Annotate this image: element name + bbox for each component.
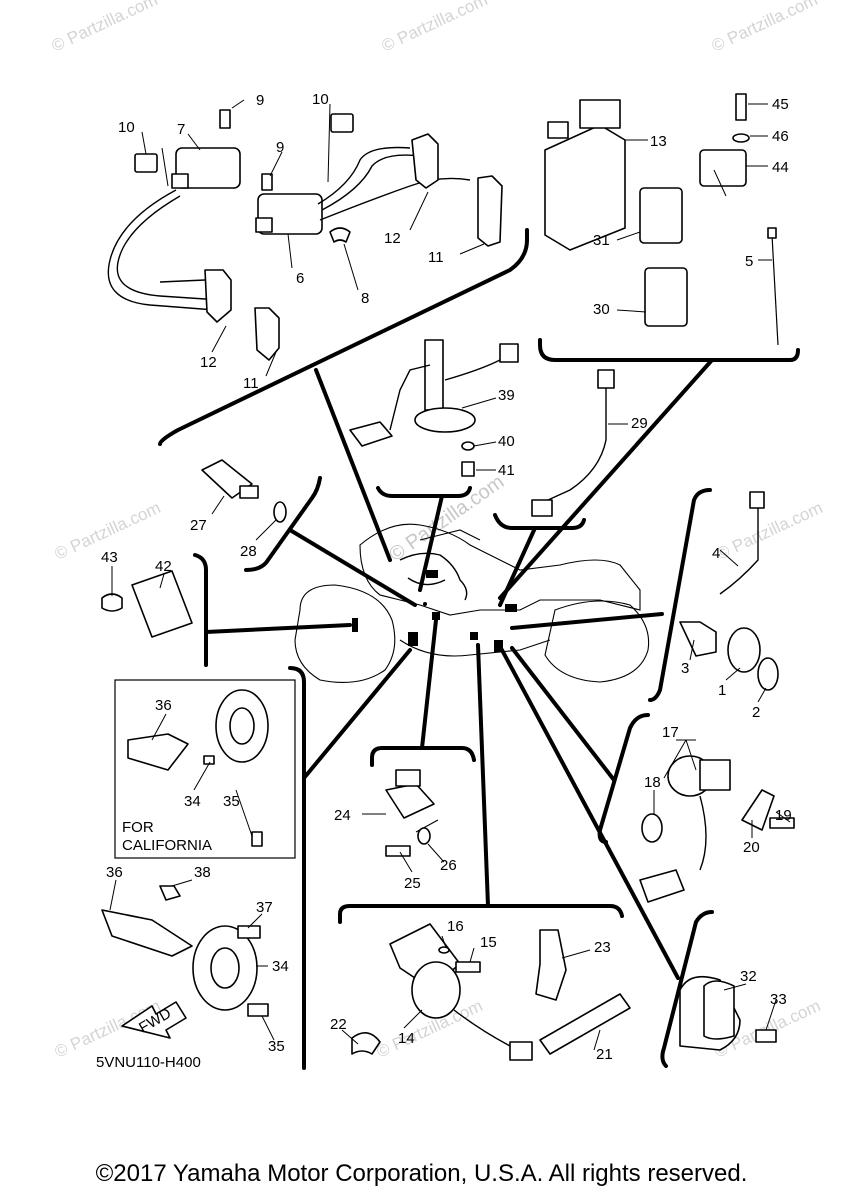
atv-outline bbox=[294, 523, 650, 683]
horn-right bbox=[679, 975, 777, 1051]
callout-frames bbox=[158, 228, 800, 1070]
watermark: © Partzilla.com bbox=[379, 0, 491, 56]
california-label-line2: CALIFORNIA bbox=[122, 837, 212, 854]
speed-sensor bbox=[385, 769, 435, 857]
part-label: 22 bbox=[330, 1016, 347, 1033]
part-label: 27 bbox=[190, 517, 207, 534]
part-label: 43 bbox=[101, 549, 118, 566]
watermark: © Partzilla.com bbox=[49, 0, 161, 56]
copyright-notice: ©2017 Yamaha Motor Corporation, U.S.A. A… bbox=[95, 1160, 748, 1187]
california-label-line1: FOR bbox=[122, 819, 154, 836]
part-label: 41 bbox=[498, 462, 515, 479]
part-label: 36 bbox=[155, 697, 172, 714]
part-label: 21 bbox=[596, 1046, 613, 1063]
part-label: 19 bbox=[775, 807, 792, 824]
part-label: 7 bbox=[177, 121, 185, 138]
ignition-coils bbox=[107, 109, 503, 361]
part-label: 44 bbox=[772, 159, 789, 176]
neutral-switch bbox=[679, 491, 779, 691]
part-label: 45 bbox=[772, 96, 789, 113]
part-labels: 9 7 10 10 9 6 8 12 11 12 11 13 31 30 45 … bbox=[96, 91, 792, 1071]
part-label: 5 bbox=[745, 253, 753, 270]
part-label: 42 bbox=[155, 558, 172, 575]
part-label: 17 bbox=[662, 724, 679, 741]
starter-relay bbox=[351, 923, 631, 1061]
horn-california bbox=[127, 689, 269, 847]
part-label: 16 bbox=[447, 918, 464, 935]
part-label: 13 bbox=[650, 133, 667, 150]
part-label: 10 bbox=[118, 119, 135, 136]
fuel-sender bbox=[349, 339, 519, 477]
part-label: 9 bbox=[276, 139, 284, 156]
part-label: 33 bbox=[770, 991, 787, 1008]
part-label: 3 bbox=[681, 660, 689, 677]
part-label: 40 bbox=[498, 433, 515, 450]
part-label: 2 bbox=[752, 704, 760, 721]
horn-standard: FWD bbox=[101, 885, 269, 1039]
part-label: 9 bbox=[256, 92, 264, 109]
part-label: 35 bbox=[268, 1038, 285, 1055]
sensors-left bbox=[101, 459, 287, 638]
part-label: 37 bbox=[256, 899, 273, 916]
part-label: 11 bbox=[428, 249, 444, 266]
watermark: © Partzilla.com bbox=[714, 498, 826, 564]
part-label: 18 bbox=[644, 774, 661, 791]
part-label: 11 bbox=[243, 375, 259, 392]
part-label: 12 bbox=[200, 354, 217, 371]
part-label: 30 bbox=[593, 301, 610, 318]
part-label: 8 bbox=[361, 290, 369, 307]
watermark-center: © Partzilla.com bbox=[385, 471, 508, 566]
part-label: 26 bbox=[440, 857, 457, 874]
california-box: FOR CALIFORNIA bbox=[114, 679, 296, 859]
part-label: 20 bbox=[743, 839, 760, 856]
part-label: 34 bbox=[184, 793, 201, 810]
part-label: 38 bbox=[194, 864, 211, 881]
part-label: 12 bbox=[384, 230, 401, 247]
part-label: 14 bbox=[398, 1030, 415, 1047]
part-label: 35 bbox=[223, 793, 240, 810]
part-label: 31 bbox=[593, 232, 610, 249]
part-label: 24 bbox=[334, 807, 351, 824]
sub-harness bbox=[531, 369, 615, 517]
part-label: 39 bbox=[498, 387, 515, 404]
part-label: 25 bbox=[404, 875, 421, 892]
part-label: 15 bbox=[480, 934, 497, 951]
leader-lines bbox=[109, 99, 791, 1051]
ecu-and-relays bbox=[544, 93, 779, 346]
diagram-code: 5VNU110-H400 bbox=[96, 1054, 201, 1071]
part-label: 46 bbox=[772, 128, 789, 145]
part-label: 23 bbox=[594, 939, 611, 956]
part-label: 4 bbox=[712, 545, 720, 562]
part-label: 6 bbox=[296, 270, 304, 287]
part-label: 10 bbox=[312, 91, 329, 108]
part-label: 34 bbox=[272, 958, 289, 975]
part-label: 28 bbox=[240, 543, 257, 560]
watermark: © Partzilla.com bbox=[709, 0, 821, 56]
part-label: 36 bbox=[106, 864, 123, 881]
part-label: 1 bbox=[718, 682, 726, 699]
cam-sensor bbox=[639, 755, 795, 903]
part-label: 29 bbox=[631, 415, 648, 432]
part-label: 32 bbox=[740, 968, 757, 985]
